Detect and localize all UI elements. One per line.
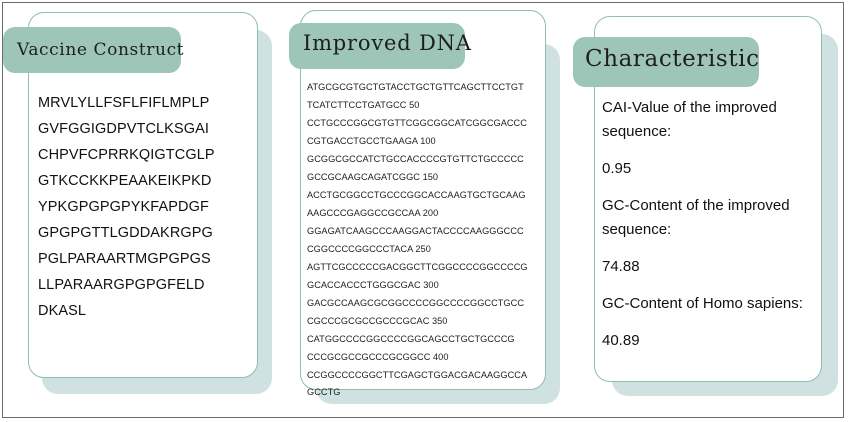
dna-line: ATGCGCGTGCTGTACCTGCTGTTCAGCTTCCTGT [307,82,524,92]
cai-value: 0.95 [602,160,632,177]
sequence-line: CHPVFCPRRKQIGTCGLP [38,147,215,163]
characteristic-label: GC-Content of the improved [602,197,790,214]
dna-line: GCGGCGCCATCTGCCACCCCGTGTTCTGCCCCC [307,154,524,164]
improved-dna-panel: Improved DNA ATGCGCGTGCTGTACCTGCTGTTCAGC… [289,10,546,397]
characteristic-label: GC-Content of Homo sapiens: [602,295,803,312]
dna-line: GCCGCAAGCAGATCGGC 150 [307,172,439,182]
gc-content-improved-value: 74.88 [602,258,640,275]
sequence-line: GPGPGTTLGDDAKRGPG [38,225,213,241]
dna-line: GCCTG [307,387,341,397]
vaccine-construct-title: Vaccine Construct [3,27,184,73]
dna-line: CCCGCGCCGCCCGCGGCC 400 [307,352,449,362]
dna-line: ACCTGCGGCCTGCCCGGCACCAAGTGCTGCAAG [307,190,526,200]
improved-dna-title: Improved DNA [289,23,471,69]
dna-line: CCGGCCCCGGCTTCGAGCTGGACGACAAGGCCA [307,370,528,380]
characteristic-title: Characteristic [573,37,759,87]
dna-line: CGTGACCTGCCTGAAGA 100 [307,136,436,146]
characteristic-label: CAI-Value of the improved [602,99,777,116]
characteristic-panel: Characteristic CAI-Value of the improved… [573,16,822,382]
sequence-line: YPKGPGPGPYKFAPDGF [38,199,209,215]
dna-line: CGGCCCCGGCCCTACA 250 [307,244,431,254]
sequence-line: GVFGGIGDPVTCLKSGAI [38,121,209,137]
characteristic-label: sequence: [602,221,672,238]
dna-line: TCATCTTCCTGATGCC 50 [307,100,420,110]
vaccine-construct-panel: Vaccine Construct MRVLYLLFSFLFIFLMPLP GV… [3,12,258,378]
dna-line: GGAGATCAAGCCCAAGGACTACCCCAAGGGCCC [307,226,524,236]
dna-line: AAGCCCGAGGCCGCCAA 200 [307,208,439,218]
sequence-line: DKASL [38,303,87,319]
sequence-line: PGLPARAARTMGPGPGS [38,251,211,267]
dna-line: AGTTCGCCCCCGACGGCTTCGGCCCCGGCCCCG [307,262,528,272]
dna-line: CATGGCCCCGGCCCCGGCAGCCTGCTGCCCG [307,334,515,344]
characteristic-label: sequence: [602,123,672,140]
sequence-line: MRVLYLLFSFLFIFLMPLP [38,95,210,111]
dna-line: GACGCCAAGCGCGGCCCCGGCCCCGGCCTGCC [307,298,524,308]
dna-line: CGCCCGCGCCGCCCGCAC 350 [307,316,448,326]
gc-content-homo-sapiens-value: 40.89 [602,332,640,349]
sequence-line: GTKCCKKPEAAKEIKPKD [38,173,212,189]
dna-line: GCACCACCCTGGGCGAC 300 [307,280,439,290]
dna-line: CCTGCCCGGCGTGTTCGGCGGCATCGGCGACCC [307,118,527,128]
sequence-line: LLPARAARGPGPGFELD [38,277,205,293]
